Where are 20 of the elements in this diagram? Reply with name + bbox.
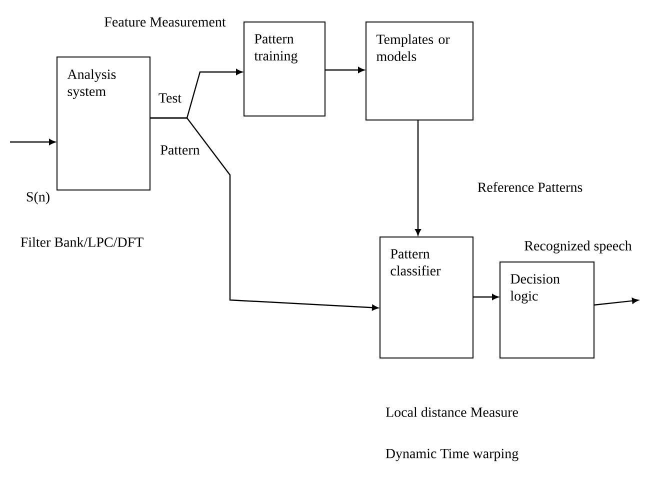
process-box: Pattern classifier (380, 236, 474, 358)
text-label: Reference Patterns (478, 182, 582, 192)
text-label: Pattern (160, 145, 200, 155)
text-label: Filter Bank/LPC/DFT (20, 237, 144, 247)
text-label: Test (158, 93, 182, 103)
process-box: Analysis system (56, 56, 150, 190)
text-label: Recognized speech (524, 240, 632, 254)
arrow (325, 67, 364, 73)
arrow (473, 294, 498, 300)
arrow (150, 117, 378, 311)
process-box: Pattern training (244, 22, 326, 116)
text-label: Local distance Measure (386, 407, 518, 417)
text-label: S(n) (26, 192, 50, 204)
process-box: Templates or models (366, 22, 474, 120)
arrow (415, 120, 421, 236)
process-box: Decision logic (500, 262, 594, 358)
arrow (594, 298, 638, 306)
text-label: Dynamic Time warping (386, 448, 518, 462)
arrow (10, 139, 56, 145)
text-label: Feature Measurement (104, 17, 226, 27)
